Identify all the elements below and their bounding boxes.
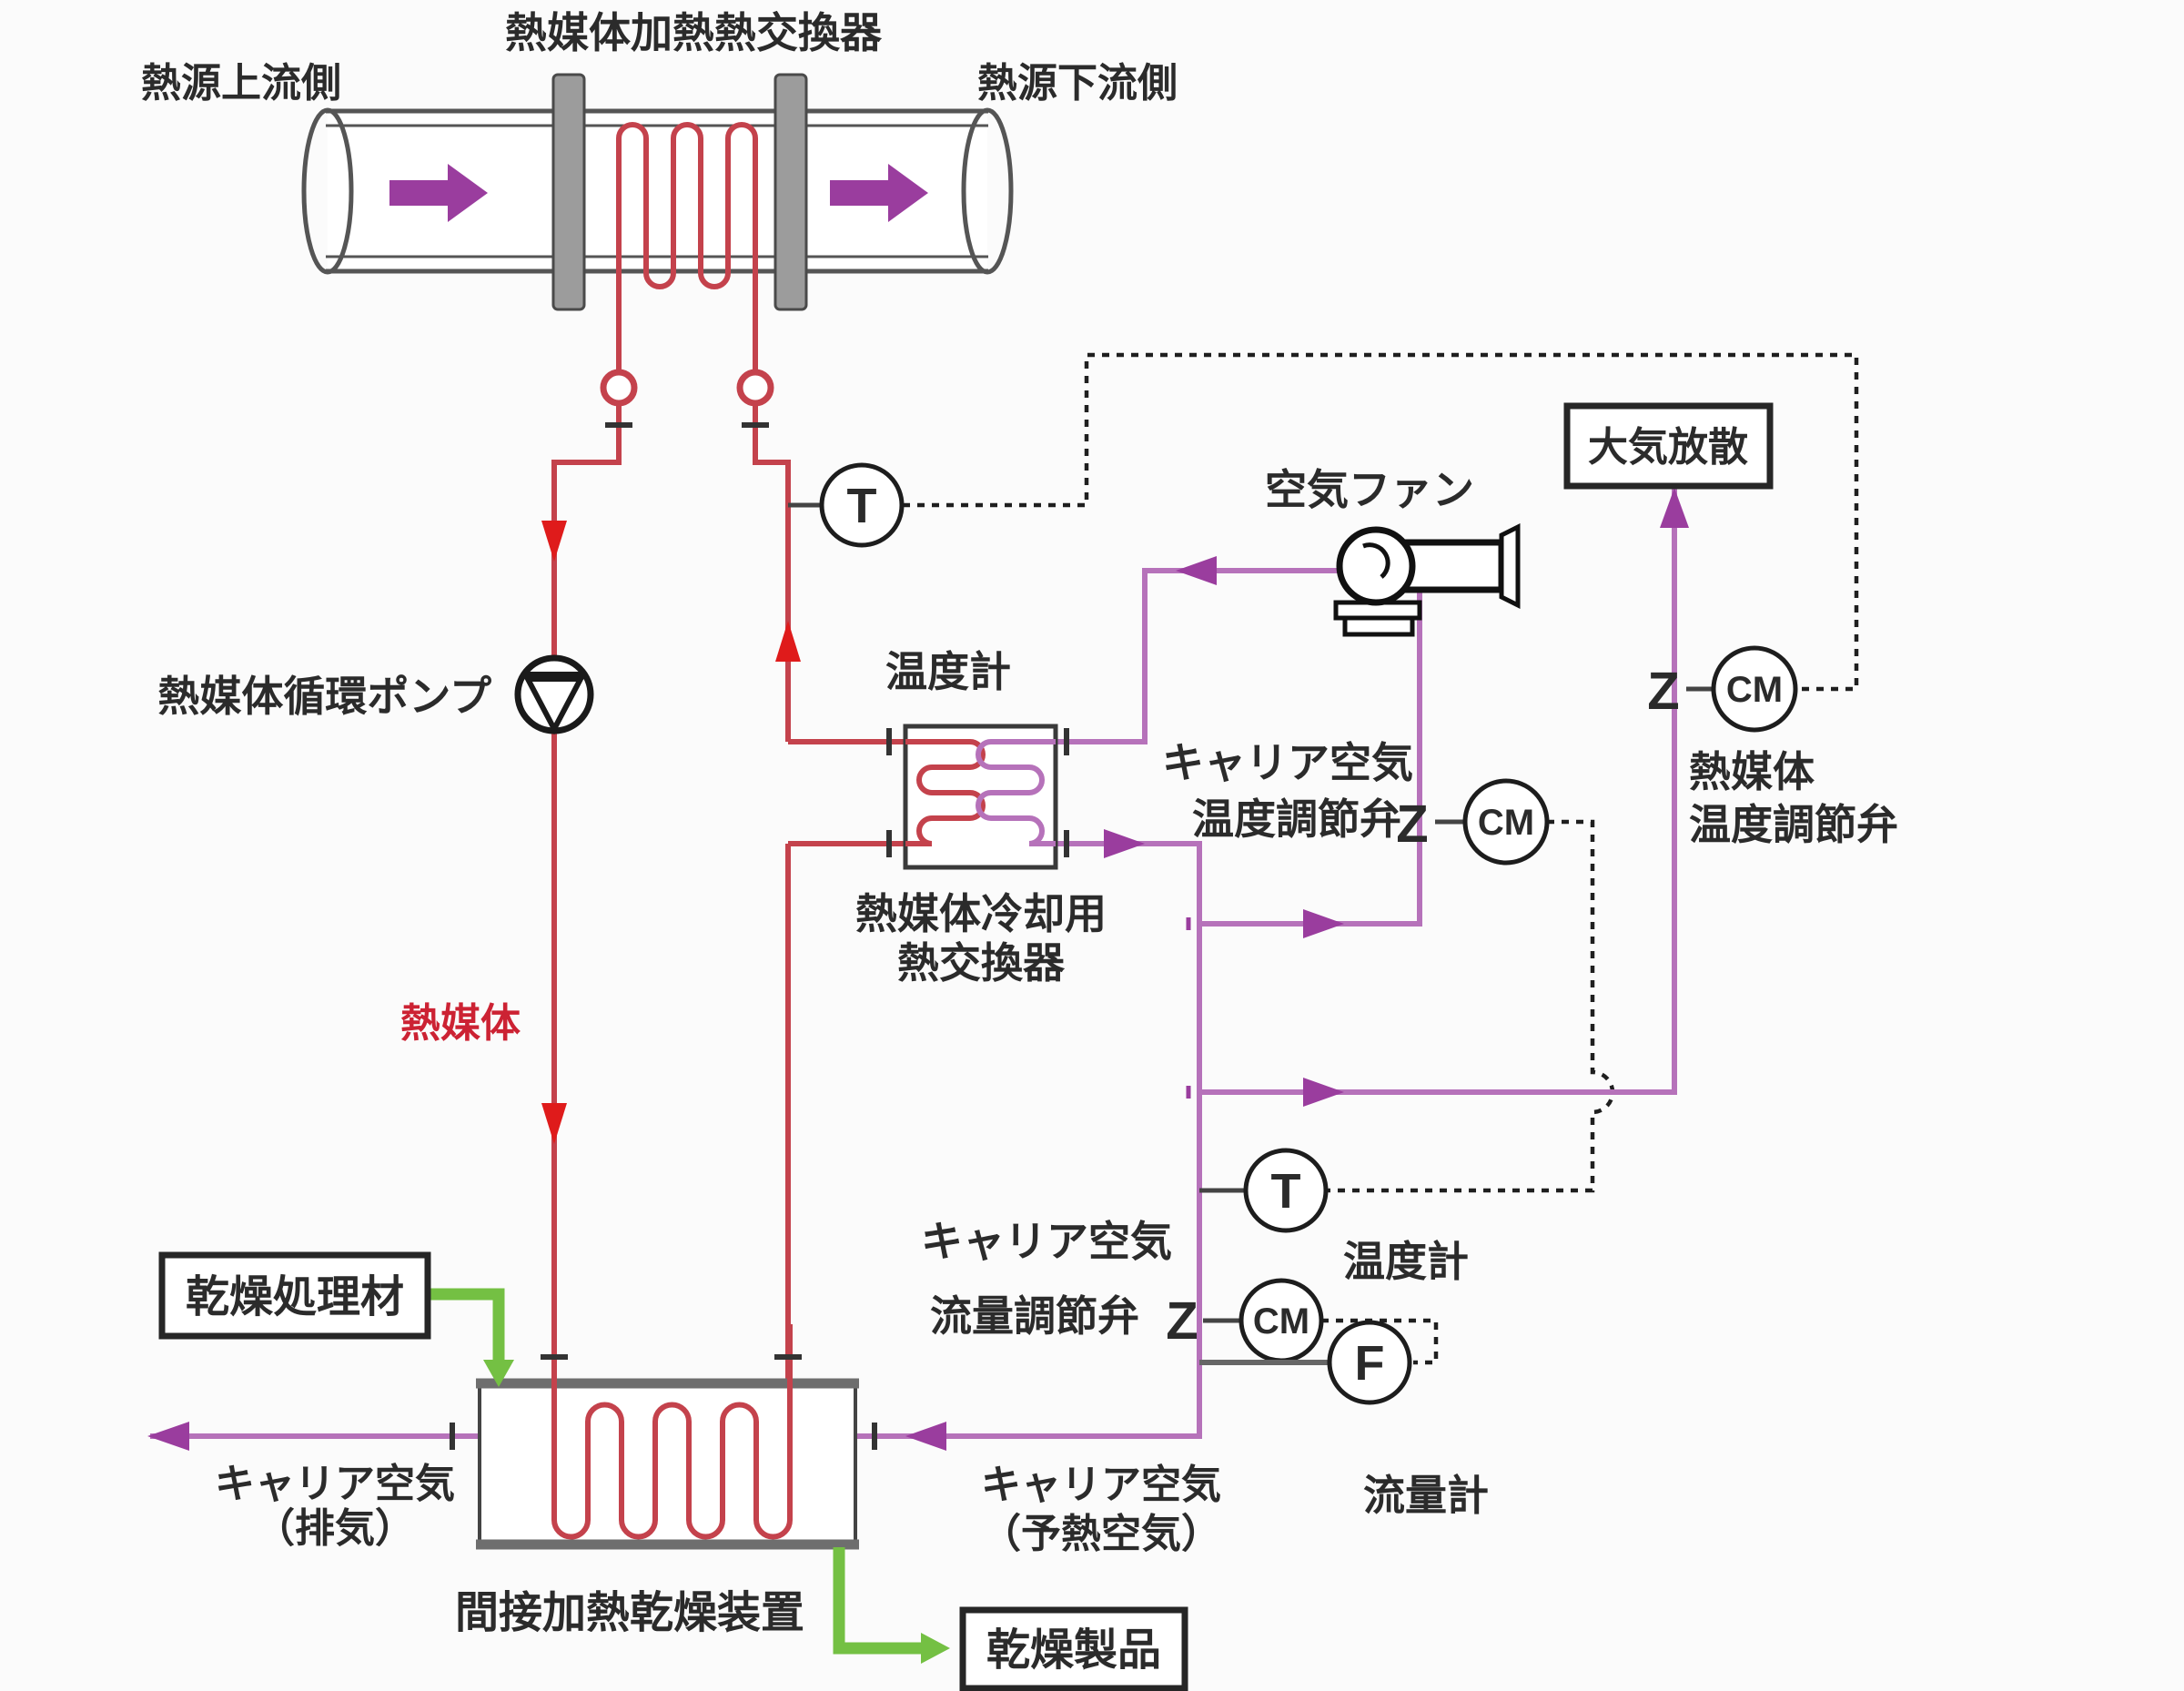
medium-temp-valve-label-line2: 温度調節弁 bbox=[1689, 801, 1898, 848]
air-fan-label: 空気ファン bbox=[1265, 466, 1474, 513]
flow-arrow-right-icon bbox=[1303, 909, 1344, 938]
heating-coil bbox=[616, 122, 758, 391]
flow-meter-label: 流量計 bbox=[1363, 1472, 1489, 1519]
heat-source-downstream-label: 熱源下流側 bbox=[977, 61, 1178, 106]
heating-hx-title: 熱媒体加熱熱交換器 bbox=[505, 9, 883, 56]
atmosphere-release-box: 大気放散 bbox=[1563, 402, 1774, 490]
thermometer-top-label: 温度計 bbox=[885, 648, 1011, 695]
circulation-pump-symbol bbox=[514, 654, 594, 735]
coupling-ticks bbox=[450, 422, 1069, 1450]
carrier-preheat-label-line2: （予熱空気） bbox=[981, 1512, 1221, 1556]
air-branch-to-fan-valve bbox=[1186, 590, 1422, 938]
pipe-open-end-icon bbox=[301, 107, 354, 275]
carrier-temp-valve-label-line2: 温度調節弁 bbox=[1192, 795, 1401, 843]
flange-left-icon bbox=[551, 73, 586, 311]
thermometer-top: T bbox=[788, 462, 905, 548]
flow-meter-gauge: F bbox=[1199, 1320, 1412, 1405]
dry-material-box: 乾燥処理材 bbox=[158, 1251, 431, 1340]
carrier-temp-valve-label-line1: キャリア空気 bbox=[1162, 739, 1413, 786]
gauge-letter: CM bbox=[1726, 670, 1783, 710]
union-ring-icon bbox=[736, 369, 774, 407]
pipe-end-icon bbox=[961, 107, 1014, 275]
flow-arrow-down-icon bbox=[541, 521, 567, 562]
atmosphere-release-label: 大気放散 bbox=[1588, 425, 1748, 470]
cooling-hx-label-line2: 熱交換器 bbox=[897, 939, 1066, 987]
dryer-label: 間接加熱乾燥装置 bbox=[455, 1589, 804, 1637]
flow-arrow-left-icon bbox=[1176, 556, 1217, 585]
flow-arrow-up-icon bbox=[775, 621, 801, 662]
cooling-coil-purple bbox=[976, 739, 1056, 846]
valve-z-icon: Z bbox=[1166, 1291, 1198, 1351]
air-line-dryer-exhaust bbox=[147, 1422, 480, 1451]
air-line-fan-to-cooling-hx bbox=[1056, 556, 1340, 744]
union-ring-icon bbox=[600, 369, 638, 407]
valve-z-icon: Z bbox=[1396, 795, 1428, 854]
cooling-hx-label-line1: 熱媒体冷却用 bbox=[855, 890, 1107, 937]
gauge-letter: CM bbox=[1478, 803, 1534, 843]
flow-arrow-block-icon bbox=[830, 164, 928, 222]
flow-arrow-block-icon bbox=[389, 164, 488, 222]
flow-arrow-left-icon bbox=[147, 1422, 189, 1451]
dry-material-label: 乾燥処理材 bbox=[186, 1273, 404, 1321]
carrier-flow-control-valve: CM Z bbox=[1166, 1278, 1324, 1363]
signal-line-flowmeter-to-flow-valve bbox=[1321, 1318, 1439, 1365]
valve-z-icon: Z bbox=[1647, 662, 1679, 721]
heat-medium-return-line bbox=[753, 402, 905, 1383]
gauge-letter: T bbox=[847, 479, 877, 533]
dry-product-label: 乾燥製品 bbox=[986, 1626, 1161, 1675]
thermometer-bottom: T bbox=[1199, 1148, 1329, 1233]
medium-temp-valve-label-line1: 熱媒体 bbox=[1689, 748, 1815, 795]
product-out-line bbox=[833, 1547, 950, 1664]
gauge-letter: T bbox=[1271, 1164, 1301, 1219]
heat-medium-label: 熱媒体 bbox=[400, 1001, 521, 1046]
flow-arrow-down-icon bbox=[483, 1360, 514, 1387]
heat-source-upstream-label: 熱源上流側 bbox=[141, 61, 341, 106]
carrier-temp-control-valve: CM Z bbox=[1396, 778, 1550, 866]
gauge-letter: CM bbox=[1253, 1301, 1309, 1342]
flow-arrow-left-icon bbox=[905, 1422, 946, 1451]
heat-medium-supply-line bbox=[541, 402, 622, 1383]
pipe-flanges bbox=[551, 73, 808, 311]
flow-arrow-right-icon bbox=[921, 1633, 950, 1664]
indirect-heating-dryer bbox=[476, 1324, 859, 1550]
air-fan-symbol bbox=[1333, 522, 1521, 637]
flow-arrow-down-icon bbox=[541, 1103, 567, 1144]
carrier-flow-valve-label-line2: 流量調節弁 bbox=[930, 1292, 1139, 1340]
signal-line-top-thermometer-to-medium-temp-valve bbox=[903, 352, 1859, 692]
flow-arrow-up-icon bbox=[1660, 488, 1689, 528]
dryer-coil bbox=[551, 1324, 793, 1540]
thermometer-bottom-label: 温度計 bbox=[1343, 1238, 1469, 1285]
air-line-cooling-hx-to-dryer bbox=[855, 829, 1202, 1451]
pump-label: 熱媒体循環ポンプ bbox=[157, 673, 491, 720]
signal-line-bottom-thermometer-to-carrier-temp-valve bbox=[1326, 819, 1615, 1193]
air-branch-to-atmosphere bbox=[1186, 486, 1689, 1107]
medium-temp-control-valve: CM Z bbox=[1647, 645, 1798, 733]
carrier-exhaust-label-line1: キャリア空気 bbox=[215, 1462, 455, 1506]
flange-right-icon bbox=[774, 73, 808, 311]
cooling-heat-exchanger bbox=[903, 724, 1058, 870]
carrier-preheat-label-line1: キャリア空気 bbox=[981, 1463, 1221, 1507]
flow-arrow-right-icon bbox=[1104, 829, 1145, 858]
carrier-exhaust-label-line2: （排気） bbox=[255, 1506, 415, 1551]
dry-product-box: 乾燥製品 bbox=[959, 1606, 1188, 1691]
material-feed-line bbox=[428, 1288, 514, 1387]
gauge-letter: F bbox=[1355, 1336, 1385, 1391]
flow-arrow-right-icon bbox=[1303, 1078, 1344, 1107]
carrier-flow-valve-label-line1: キャリア空気 bbox=[921, 1218, 1172, 1265]
heat-source-pipe bbox=[301, 107, 1014, 275]
